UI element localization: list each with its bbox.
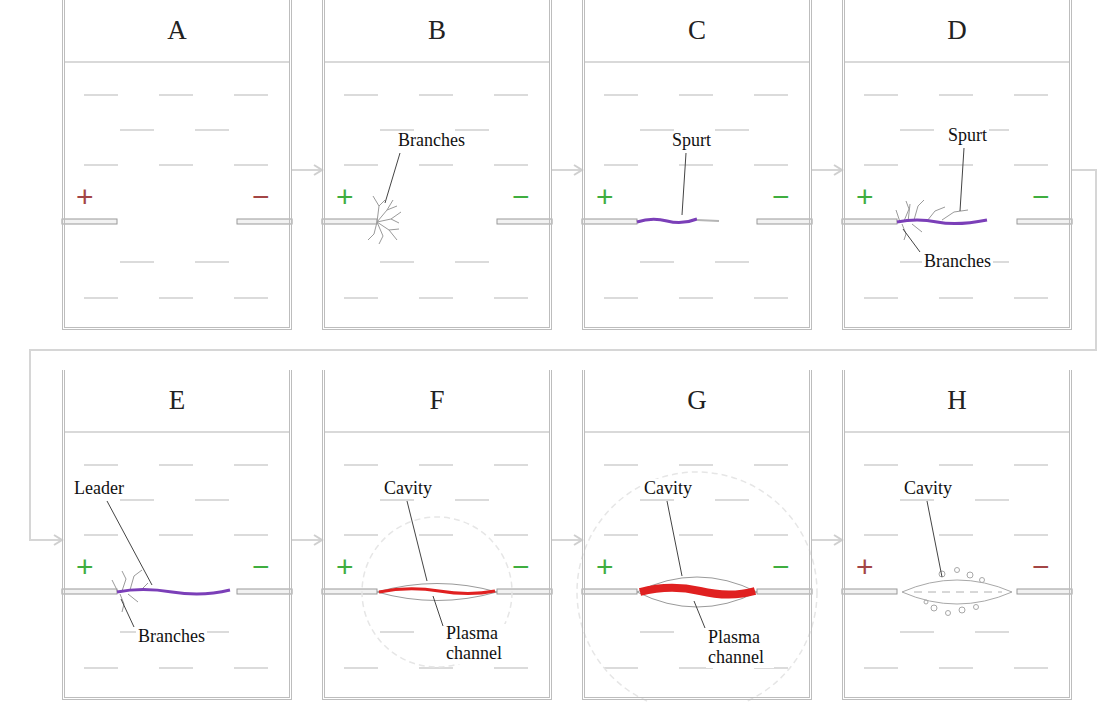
stage-panel: C — [582, 0, 812, 330]
polarity-sign: − — [510, 182, 532, 212]
polarity-sign: − — [1030, 552, 1052, 582]
polarity-sign: + — [74, 182, 96, 212]
part-label: Spurt — [946, 126, 989, 146]
stage-letter: A — [65, 16, 289, 46]
stage-letter: H — [845, 386, 1069, 416]
spurt-figure — [637, 153, 719, 223]
stage-arrow — [292, 539, 322, 541]
stage-letter: F — [325, 386, 549, 416]
polarity-sign: + — [334, 182, 356, 212]
polarity-sign: − — [250, 552, 272, 582]
stage-arrow — [812, 539, 842, 541]
collapsing-cavity-figure — [902, 501, 1012, 616]
part-label: Cavity — [642, 479, 694, 499]
polarity-sign: − — [1030, 182, 1052, 212]
leader-figure — [107, 501, 230, 627]
polarity-sign: + — [334, 552, 356, 582]
stage-panel: B — [322, 0, 552, 330]
cavity-channel-figure — [362, 501, 512, 667]
polarity-sign: − — [510, 552, 532, 582]
stage-letter: C — [585, 16, 809, 46]
stage-arrow — [812, 169, 842, 171]
part-label: Cavity — [382, 479, 434, 499]
stage-arrow — [30, 170, 1096, 540]
stage-panel: D — [842, 0, 1072, 330]
cavity-channel-figure — [577, 472, 817, 702]
stage-panel: A — [62, 0, 292, 330]
polarity-sign: + — [854, 552, 876, 582]
polarity-sign: + — [594, 182, 616, 212]
branches-figure — [368, 153, 401, 244]
part-label: Cavity — [902, 479, 954, 499]
polarity-sign: + — [74, 552, 96, 582]
stage-letter: E — [65, 386, 289, 416]
part-label: Branches — [922, 252, 993, 272]
stage-panel: G — [582, 370, 812, 700]
stage-panel: F — [322, 370, 552, 700]
polarity-sign: − — [770, 182, 792, 212]
polarity-sign: − — [770, 552, 792, 582]
polarity-sign: + — [854, 182, 876, 212]
polarity-sign: − — [250, 182, 272, 212]
stage-panel: H — [842, 370, 1072, 700]
part-label: Branches — [136, 627, 207, 647]
part-label: Spurt — [670, 131, 713, 151]
part-label: Plasma channel — [444, 624, 512, 664]
stage-arrow — [292, 169, 322, 171]
part-label: Leader — [72, 479, 126, 499]
stage-arrow — [552, 169, 582, 171]
part-label: Plasma channel — [706, 628, 774, 668]
stage-panel: E — [62, 370, 292, 700]
electrodes-and-water — [62, 62, 1072, 668]
stage-letter: B — [325, 16, 549, 46]
polarity-sign: + — [594, 552, 616, 582]
spurt-branches-figure — [896, 148, 987, 252]
stage-arrow — [552, 539, 582, 541]
stage-letter: D — [845, 16, 1069, 46]
stage-letter: G — [585, 386, 809, 416]
part-label: Branches — [396, 131, 467, 151]
